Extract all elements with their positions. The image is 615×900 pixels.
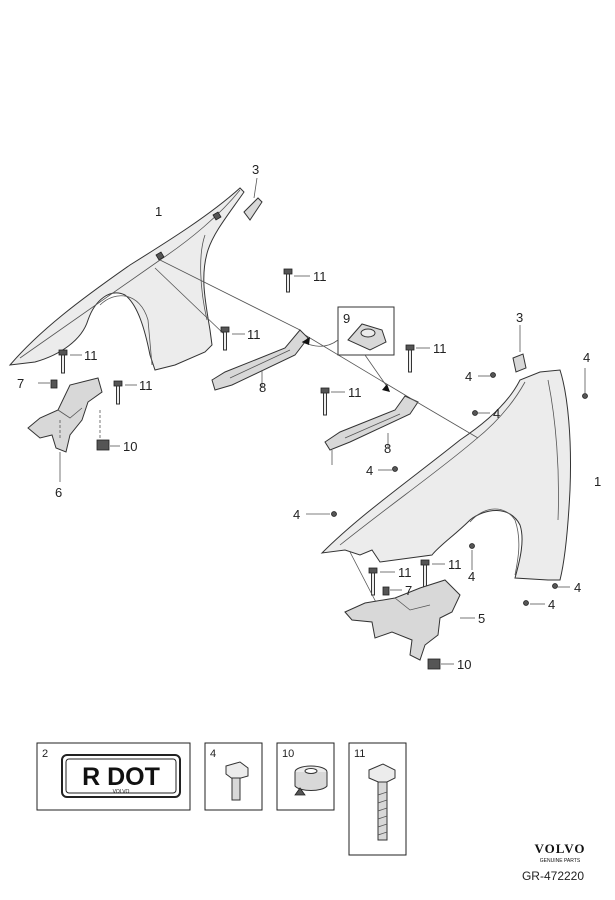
callout-bolt: 11 [433,341,447,356]
callout-left-bracket: 3 [252,162,259,177]
callout-right-rail: 8 [384,441,391,456]
left-bolts [58,268,293,405]
callout-left-pin: 7 [17,376,24,391]
legend-box-4: 4 [204,742,263,811]
plate-brand: VOLVO [113,789,130,795]
callout-clip: 4 [583,350,590,365]
volvo-tagline: GENUINE PARTS [540,858,581,864]
arrow-right [382,384,390,392]
callout-bolt: 11 [398,565,412,580]
callout-clip: 4 [548,597,555,612]
plate-text: R DOT [82,763,160,791]
callout-clip: 4 [468,569,475,584]
left-pin-7 [50,379,58,389]
right-nut-10 [427,658,441,670]
legend-box-10-number: 10 [282,748,294,760]
callout-clip: 4 [366,463,373,478]
legend-box-11: 11 [348,742,407,856]
callout-bolt: 11 [84,348,98,363]
left-fender [8,187,245,371]
callout-bolt: 11 [448,557,462,572]
callout-clip: 4 [574,580,581,595]
callout-clip: 4 [465,369,472,384]
callout-left-support: 6 [55,485,62,500]
callout-left-rail: 8 [259,380,266,395]
callout-left-fender: 1 [155,204,162,219]
right-support-5 [344,579,461,661]
pad-9-box [337,306,395,356]
clips-4 [331,372,588,606]
left-rail-8 [211,329,309,391]
legend-box-2-number: 2 [42,748,48,760]
callout-clip: 4 [493,406,500,421]
diagram-reference: GR-472220 [522,869,584,883]
callout-right-support: 5 [478,611,485,626]
callout-right-nut: 10 [457,657,471,672]
callout-right-pin: 7 [405,583,412,598]
legend-box-11-number: 11 [354,748,365,760]
callout-bolt: 11 [348,385,362,400]
left-nut-10 [96,439,110,451]
callout-bolt: 11 [313,269,327,284]
right-fender [320,369,572,581]
callout-pad: 9 [343,311,350,326]
left-support-6 [27,377,103,453]
right-pin-7 [382,586,390,596]
left-bracket-3 [243,197,263,221]
legend-box-2: 2 R DOT VOLVO [36,742,191,811]
legend-box-10: 10 [276,742,335,811]
callout-clip: 4 [293,507,300,522]
callout-bolt: 11 [247,327,261,342]
right-bracket-3 [512,353,527,373]
callout-left-nut: 10 [123,439,137,454]
arrow-left [302,337,310,345]
callout-bolt: 11 [139,378,153,393]
callout-right-bracket: 3 [516,310,523,325]
right-bolts [320,344,430,596]
callout-right-fender: 1 [594,474,601,489]
volvo-logo: VOLVO [535,841,586,856]
legend-box-4-number: 4 [210,748,216,760]
right-rail-8 [324,395,419,451]
